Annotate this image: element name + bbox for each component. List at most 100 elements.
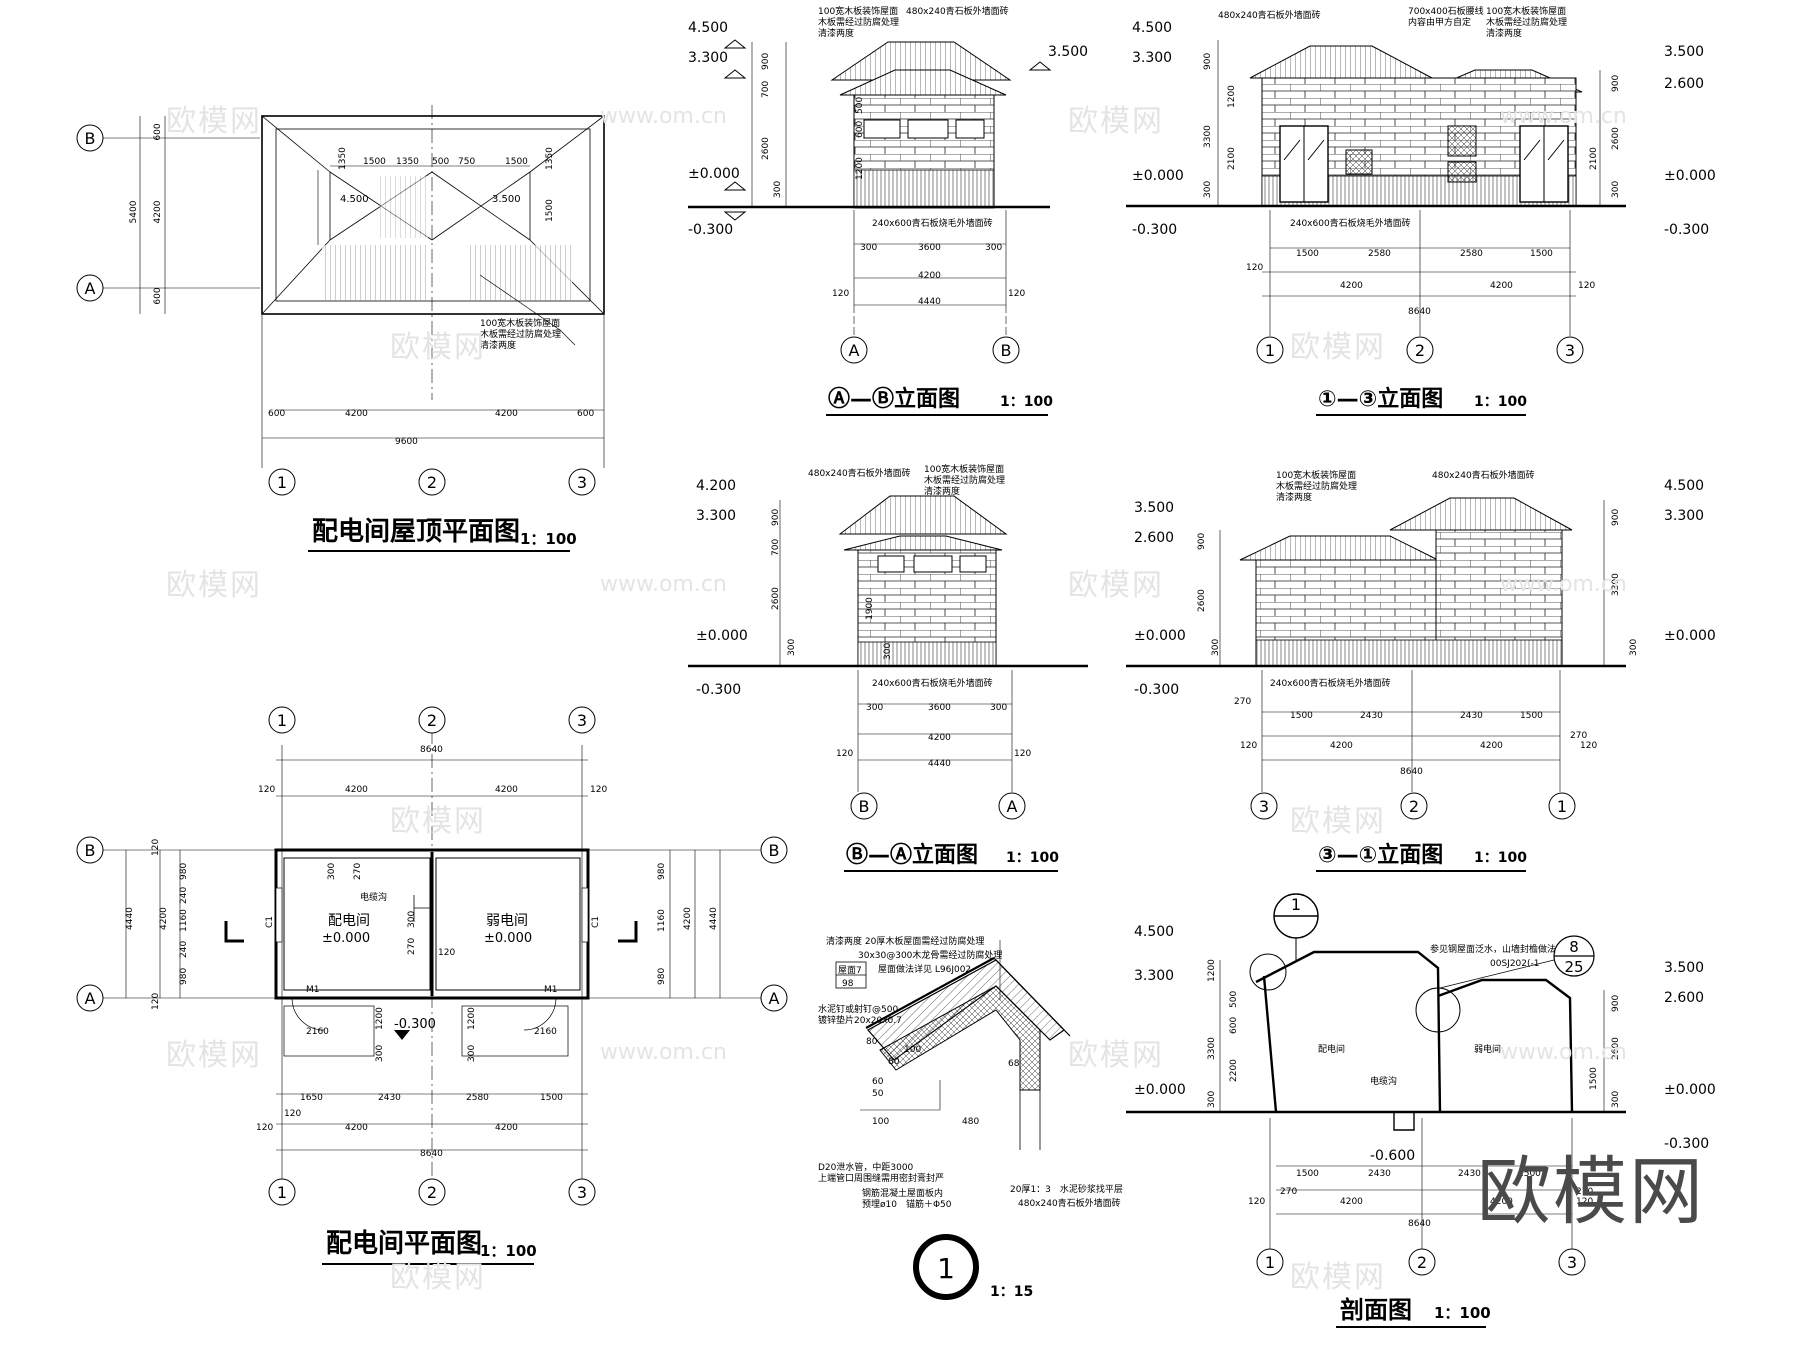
svg-text:1500: 1500 (1589, 1067, 1599, 1090)
door-tag: M1 (544, 985, 558, 995)
svg-text:120: 120 (438, 948, 455, 958)
axis-label: B (85, 129, 96, 148)
level-mark: 3.500 (1664, 44, 1704, 60)
svg-text:20厚1：3 水泥砂浆找平层: 20厚1：3 水泥砂浆找平层 (1010, 1183, 1123, 1195)
svg-text:270: 270 (1570, 731, 1587, 741)
detail-1: 1 1：15 (860, 940, 1071, 1300)
svg-text:2430: 2430 (378, 1093, 401, 1103)
level-mark: 4.500 (1664, 478, 1704, 494)
svg-text:300: 300 (990, 703, 1007, 713)
axis-label: A (769, 989, 780, 1008)
level-mark: 2.600 (1664, 990, 1704, 1006)
svg-text:120: 120 (1008, 289, 1025, 299)
level-mark: -0.300 (1134, 682, 1179, 698)
svg-text:480x240青石板外墙面砖: 480x240青石板外墙面砖 (1432, 469, 1535, 481)
svg-text:1650: 1650 (300, 1093, 323, 1103)
svg-text:00SJ202(-1: 00SJ202(-1 (1490, 959, 1539, 969)
level-mark: 3.300 (1664, 508, 1704, 524)
svg-text:清漆两度: 清漆两度 (480, 339, 516, 351)
svg-text:100宽木板装饰屋面: 100宽木板装饰屋面 (1486, 5, 1566, 17)
svg-text:2580: 2580 (1460, 249, 1483, 259)
level-mark: -0.300 (1132, 222, 1177, 238)
svg-text:1200: 1200 (855, 157, 865, 180)
drawing-title: 剖面图 (1340, 1296, 1412, 1324)
svg-text:1500: 1500 (540, 1093, 563, 1103)
level-mark: 3.500 (1664, 960, 1704, 976)
axis-label: A (1007, 797, 1018, 816)
svg-text:50: 50 (872, 1089, 884, 1099)
level-mark: ±0.000 (1134, 628, 1186, 644)
svg-text:屋面做法详见 L96J002: 屋面做法详见 L96J002 (878, 963, 971, 975)
ref-marker-bottom: 25 (1564, 958, 1583, 976)
level-mark: 4.500 (1132, 20, 1172, 36)
drawing-title: ③—①立面图 (1318, 842, 1443, 868)
svg-text:300: 300 (1629, 639, 1639, 656)
axis-label: B (85, 841, 96, 860)
svg-text:700: 700 (771, 539, 781, 556)
svg-text:300: 300 (1207, 1091, 1217, 1108)
svg-text:240x600青石板烧毛外墙面砖: 240x600青石板烧毛外墙面砖 (1290, 217, 1411, 229)
svg-text:120: 120 (151, 839, 161, 856)
svg-text:300: 300 (327, 863, 337, 880)
svg-text:木板需经过防腐处理: 木板需经过防腐处理 (924, 474, 1005, 486)
svg-text:480: 480 (962, 1117, 979, 1127)
section-labels: 4.500 3.300 ±0.000 -0.600 3.500 2.600 ±0… (1134, 924, 1716, 1229)
svg-text:1200: 1200 (467, 1007, 477, 1030)
svg-text:480x240青石板外墙面砖: 480x240青石板外墙面砖 (906, 5, 1009, 17)
elev-ab-title: Ⓐ—Ⓑ立面图 1：100 (826, 386, 1053, 416)
section: 1 8 25 1 2 3 (1126, 893, 1626, 1276)
svg-text:300: 300 (1611, 1091, 1621, 1108)
svg-text:2430: 2430 (1368, 1169, 1391, 1179)
svg-text:500: 500 (1229, 991, 1239, 1008)
svg-text:100宽木板装饰屋面: 100宽木板装饰屋面 (1276, 469, 1356, 481)
svg-text:4200: 4200 (683, 907, 693, 930)
svg-text:1500: 1500 (1296, 249, 1319, 259)
level-mark: -0.300 (696, 682, 741, 698)
level-mark: ±0.000 (1134, 1082, 1186, 1098)
level-mark: 3.500 (1048, 44, 1088, 60)
room-name: 弱电间 (1474, 1043, 1501, 1055)
watermark-logo: 欧模网 (1068, 104, 1164, 139)
svg-text:2200: 2200 (1229, 1059, 1239, 1082)
room-level: ±0.000 (484, 931, 532, 946)
axis-label: 2 (427, 1183, 437, 1202)
svg-text:清漆两度: 清漆两度 (1276, 491, 1312, 503)
room-name: 配电间 (1318, 1043, 1345, 1055)
svg-text:水泥钉或射钉@500: 水泥钉或射钉@500 (818, 1003, 898, 1015)
svg-text:120: 120 (151, 993, 161, 1010)
svg-text:270: 270 (1576, 1187, 1593, 1197)
axis-label: A (849, 341, 860, 360)
axis-label: 1 (1265, 341, 1275, 360)
svg-text:120: 120 (1248, 1197, 1265, 1207)
svg-text:2430: 2430 (1360, 711, 1383, 721)
elev-ab: A B (688, 39, 1052, 364)
watermark-logo: 欧模网 (1290, 804, 1386, 839)
detail-title: 1 (937, 1252, 955, 1285)
elev-31-labels: 4.500 3.300 3.500 2.600 ±0.000 ±0.000 -0… (1134, 469, 1716, 777)
svg-text:2100: 2100 (1227, 147, 1237, 170)
svg-text:8640: 8640 (420, 745, 443, 755)
level-mark: 3.300 (696, 508, 736, 524)
svg-text:4440: 4440 (918, 297, 941, 307)
svg-text:750: 750 (458, 157, 475, 167)
svg-text:4440: 4440 (125, 907, 135, 930)
window-tag: C1 (591, 916, 601, 928)
window-tag: C1 (265, 916, 275, 928)
drawing-scale: 1：100 (1474, 394, 1527, 410)
axis-label: B (859, 797, 870, 816)
svg-text:270: 270 (1234, 697, 1251, 707)
level-mark: -0.300 (688, 222, 733, 238)
drawing-scale: 1：100 (520, 530, 577, 548)
svg-text:上端管口周围缝需用密封膏封严: 上端管口周围缝需用密封膏封严 (818, 1172, 944, 1184)
svg-text:980: 980 (657, 863, 667, 880)
axis-label: 3 (577, 1183, 587, 1202)
level-mark: 4.500 (688, 20, 728, 36)
drawing-title: Ⓑ—Ⓐ立面图 (846, 842, 978, 868)
axis-label: B (769, 841, 780, 860)
elev-ba-labels: 4.200 3.300 ±0.000 -0.300 480x240青石板外墙面砖… (696, 463, 1031, 769)
svg-text:3.500: 3.500 (492, 194, 521, 205)
axis-label: 1 (277, 473, 287, 492)
drawing-scale: 1：100 (1000, 394, 1053, 410)
svg-text:1350: 1350 (396, 157, 419, 167)
svg-text:80: 80 (888, 1057, 900, 1067)
